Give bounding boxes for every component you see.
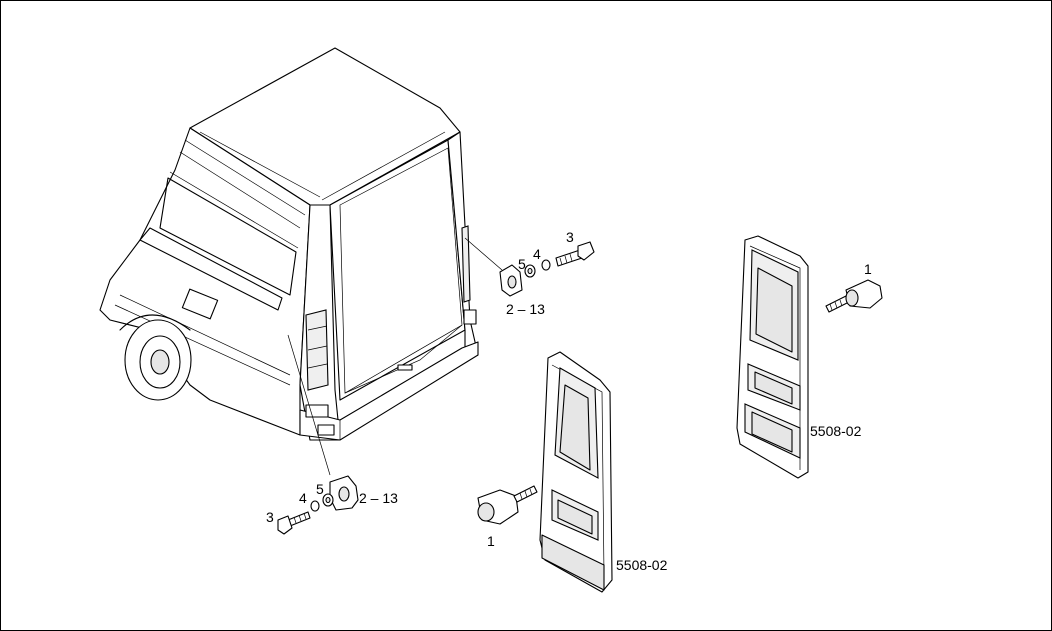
bulb-left-stem-ribs <box>519 488 533 500</box>
tail-lamp-segments <box>307 325 328 369</box>
lower-bolt-head <box>277 515 293 535</box>
tail-lamp-right-upper-lens-inner <box>755 267 793 353</box>
upper-mounting-hardware: 3 4 5 2 – 13 <box>499 229 595 317</box>
callout-bolt-upper: 3 <box>566 229 574 245</box>
floor-line <box>344 324 463 394</box>
bulb-left-socket-face <box>477 502 495 522</box>
leader-lower <box>287 334 331 476</box>
roof-rear-edge <box>321 131 446 201</box>
tail-lamp-left-upper-lens-inner <box>559 384 591 471</box>
leader-upper <box>464 237 503 271</box>
bulb-right-stem-ribs <box>829 299 843 311</box>
upper-bolt-head <box>577 241 595 261</box>
van-lamp-bracket-left <box>317 424 335 436</box>
callout-bolt-lower: 3 <box>266 509 274 525</box>
lamp-right-part-ref: 5508-02 <box>810 423 862 439</box>
callout-washer5-lower: 5 <box>316 481 324 497</box>
lower-bolt-thread <box>293 512 307 524</box>
callout-bracket-lower: 2 – 13 <box>359 490 398 506</box>
tail-lamp-right-mid-lens-inner <box>754 371 793 405</box>
bulb-holder-left: 1 <box>477 485 538 549</box>
upper-washer-5-hole <box>527 267 533 275</box>
bulb-holder-right: 1 <box>825 261 883 313</box>
van-tail-lamp-right <box>461 225 471 303</box>
lower-side-lines <box>114 294 291 386</box>
tail-lamp-left-lower-section <box>541 534 605 591</box>
tail-lamp-left-mid-lens-inner <box>557 499 593 535</box>
tail-lamp-left-assembly: 5508-02 <box>539 351 668 593</box>
lower-bolt-shank <box>287 511 311 527</box>
lower-washer-4 <box>310 500 320 512</box>
roof-edge-line <box>199 131 321 198</box>
tail-lamp-right-assembly: 5508-02 <box>736 235 862 479</box>
rear-bumper <box>299 341 479 441</box>
side-marker-lamp <box>181 288 219 320</box>
lamp-left-part-ref: 5508-02 <box>616 557 668 573</box>
bulb-left-stem <box>513 485 538 503</box>
callout-bracket-upper: 2 – 13 <box>506 301 545 317</box>
license-lamp <box>397 364 413 371</box>
upper-bolt-thread <box>559 253 573 266</box>
callout-washer4-lower: 4 <box>299 490 307 506</box>
lower-bracket-hole <box>338 486 350 502</box>
van-rear-view <box>99 47 503 476</box>
van-lower-lamp-right <box>463 309 477 325</box>
callout-bulb-right: 1 <box>864 261 872 277</box>
lower-washer-5-hole <box>325 496 331 504</box>
side-rub-strip <box>139 227 283 311</box>
lower-mounting-hardware: 3 4 5 2 – 13 <box>266 475 398 535</box>
van-tail-lamp-left <box>305 309 329 391</box>
wheel-arch <box>119 314 191 331</box>
upper-washer-4 <box>541 259 551 271</box>
tail-lamp-right-lower-lens-inner <box>751 411 793 453</box>
side-swage-lines <box>169 139 306 249</box>
callout-washer4-upper: 4 <box>533 246 541 262</box>
upper-bracket-hole <box>507 275 517 289</box>
rear-wheel-hub <box>150 349 170 375</box>
side-window-recess <box>159 177 297 296</box>
bulb-right-socket-face <box>845 289 859 307</box>
callout-washer5-upper: 5 <box>518 256 526 272</box>
callout-bulb-left: 1 <box>487 533 495 549</box>
